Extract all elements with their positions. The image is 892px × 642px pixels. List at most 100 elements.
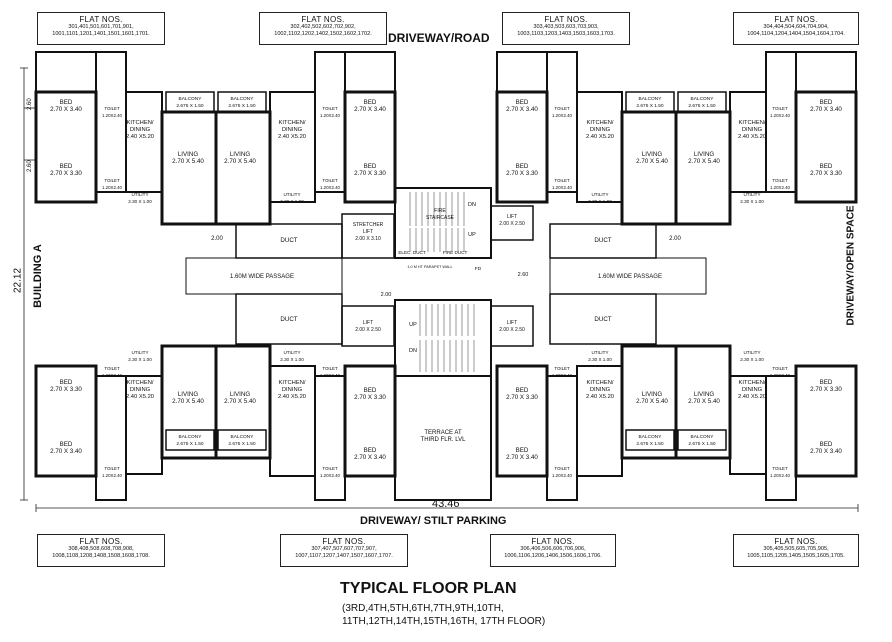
room-label: KITCHEN/ — [278, 380, 305, 386]
room-label: 2.70 X 3.40 — [50, 448, 82, 455]
room-label: KITCHEN/ — [738, 120, 765, 126]
room-label: 2.70 X 3.30 — [50, 386, 82, 393]
room-label: LIVING — [694, 391, 714, 398]
room-label: BALCONY — [691, 96, 715, 102]
room-label: TOILET — [104, 366, 120, 371]
room-label: 2.40 X5.20 — [738, 394, 766, 400]
balcony-wall — [677, 91, 727, 113]
flat-numbers-heading: FLAT NOS. — [322, 537, 366, 546]
flat-numbers-heading: FLAT NOS. — [531, 537, 575, 546]
flat-numbers-heading: FLAT NOS. — [79, 15, 123, 24]
room-label: UP — [468, 232, 476, 238]
flat-numbers-line: 305,405,505,605,705,905, — [763, 546, 829, 552]
room-label: TOILET — [104, 178, 120, 183]
room-label: BED — [364, 99, 377, 106]
room-label: 2.70 X 3.40 — [506, 106, 538, 113]
dimension-label: 2.00 — [669, 236, 681, 242]
room-label: 2.70 X 5.40 — [172, 398, 204, 405]
room-label: DINING — [130, 387, 151, 393]
room-label: LIFT — [363, 320, 373, 326]
flat-numbers-box-top-2: FLAT NOS. 302,402,502,602,702,902, 1002,… — [259, 12, 387, 45]
bed-width-label: 2.60 — [27, 98, 33, 110]
room-label: 2.00 X 2.50 — [355, 327, 381, 333]
room-label: TOILET — [554, 466, 570, 471]
room-label: 2.70 X 3.40 — [810, 106, 842, 113]
top-road-label: DRIVEWAY/ROAD — [388, 31, 490, 45]
room-label: LIFT — [507, 320, 517, 326]
toilet-block-wall — [314, 375, 346, 501]
flat-numbers-line: 302,402,502,602,702,902, — [290, 24, 356, 30]
room-label: KITCHEN/ — [738, 380, 765, 386]
dimension-lines — [20, 67, 859, 512]
room-label: 2.675 X 1.50 — [228, 103, 256, 109]
flat-numbers-line: 1003,1103,1203,1403,1503,1603,1703. — [517, 31, 615, 37]
room-label: TOILET — [322, 366, 338, 371]
room-label: 1.20X2.40 — [320, 373, 341, 378]
kitchen-wall — [125, 91, 163, 193]
room-label: DINING — [282, 127, 303, 133]
flat-numbers-line: 1007,1107,1207,1407,1507,1607,1707. — [295, 553, 393, 559]
room-label: 2.00 X 2.50 — [499, 327, 525, 333]
room-label: FD — [475, 266, 482, 272]
flat-numbers-box-bottom-2: FLAT NOS. 307,407,507,607,707,907, 1007,… — [280, 534, 408, 567]
flat-numbers-box-top-4: FLAT NOS. 304,404,504,604,704,904, 1004,… — [733, 12, 859, 45]
room-label: UTILITY — [131, 350, 148, 355]
room-label: 2.40 X5.20 — [278, 394, 306, 400]
room-label: 2.40 X5.20 — [126, 394, 154, 400]
room-label: UTILITY — [591, 192, 608, 197]
room-label: 2.70 X 5.40 — [636, 158, 668, 165]
room-label: BED — [516, 99, 529, 106]
flat-numbers-heading: FLAT NOS. — [301, 15, 345, 24]
room-label: LIVING — [642, 151, 662, 158]
kitchen-wall — [269, 91, 316, 203]
toilet-block-wall — [546, 51, 578, 193]
room-label: 1.20X2.40 — [320, 473, 341, 478]
room-label: BED — [60, 99, 73, 106]
room-label: DN — [468, 202, 476, 208]
room-label: BED — [60, 163, 73, 170]
balcony-wall — [165, 91, 215, 113]
room-label: 2.30 X 1.00 — [280, 357, 304, 362]
room-label: 2.40 X5.20 — [278, 134, 306, 140]
room-label: UTILITY — [743, 192, 760, 197]
room-label: 2.70 X 5.40 — [172, 158, 204, 165]
room-label: 2.70 X 3.40 — [50, 106, 82, 113]
lift-wall — [341, 305, 395, 347]
flat-numbers-line: 306,406,506,606,706,906, — [520, 546, 586, 552]
room-label: BED — [516, 387, 529, 394]
room-label: BED — [60, 441, 73, 448]
room-label: DUCT — [594, 237, 611, 244]
room-label: 1.0 M HT PARAPET WALL — [407, 265, 452, 269]
room-label: 2.30 X 1.00 — [740, 357, 764, 362]
room-label: 2.675 X 1.50 — [688, 441, 716, 447]
room-label: 2.30 X 1.00 — [280, 199, 304, 204]
room-label: 1.20X2.40 — [320, 113, 341, 118]
room-label: TOILET — [772, 178, 788, 183]
room-label: 1.20X2.40 — [552, 373, 573, 378]
room-label: TOILET — [772, 466, 788, 471]
flat-numbers-line: 1001,1101,1201,1401,1501,1601,1701. — [52, 31, 150, 37]
room-label: BED — [364, 163, 377, 170]
living-wall — [160, 110, 218, 226]
flat-numbers-box-bottom-1: FLAT NOS. 308,408,508,608,708,908, 1008,… — [37, 534, 165, 567]
flat-numbers-heading: FLAT NOS. — [774, 537, 818, 546]
room-label: TOILET — [772, 106, 788, 111]
room-label: BALCONY — [639, 434, 663, 440]
room-label: BALCONY — [179, 434, 203, 440]
room-label: 2.40 X5.20 — [738, 134, 766, 140]
toilet-block-wall — [95, 51, 127, 193]
kitchen-wall — [729, 91, 767, 193]
balcony-wall — [625, 429, 675, 451]
room-label: 2.70 X 3.30 — [506, 394, 538, 401]
room-label: 2.00 X 3.10 — [355, 236, 381, 242]
passage-wall — [185, 257, 343, 295]
room-label: TOILET — [322, 178, 338, 183]
room-label: DN — [409, 348, 417, 354]
balcony-wall — [677, 429, 727, 451]
bottom-road-label: DRIVEWAY/ STILT PARKING — [360, 515, 507, 527]
lift-wall — [490, 305, 534, 347]
room-label: BED — [364, 447, 377, 454]
bed-wall — [344, 51, 396, 93]
